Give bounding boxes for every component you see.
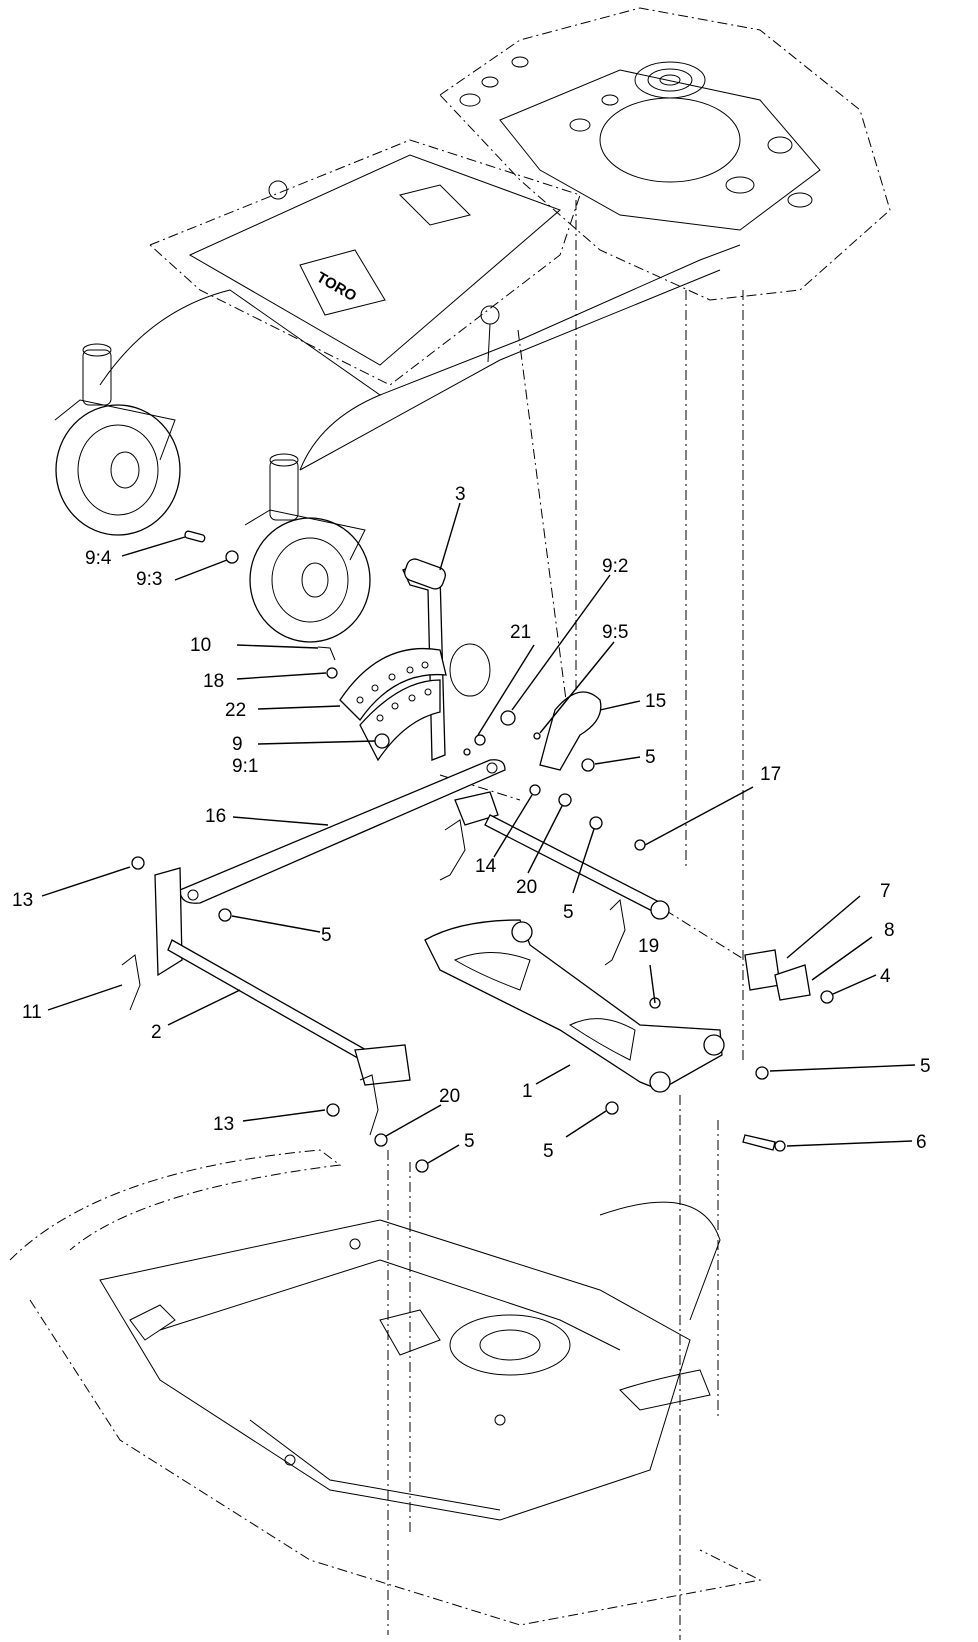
front-lift-shaft	[439, 784, 670, 966]
traction-unit-frame: TORO	[99, 7, 891, 471]
left-lift-shaft	[121, 856, 429, 1173]
callout-9-3: 9:3	[136, 569, 162, 590]
callout-20: 20	[439, 1086, 460, 1107]
alignment-lines	[387, 200, 746, 1640]
toro-decal-text: TORO	[314, 269, 360, 305]
callout-3: 3	[455, 484, 466, 505]
callout-13: 13	[213, 1114, 234, 1135]
callout-21: 21	[510, 622, 531, 643]
callout-22: 22	[225, 700, 246, 721]
callout-19: 19	[638, 936, 659, 957]
callout-5: 5	[464, 1131, 475, 1152]
callout-labels: 1 2 3 4 5 5 5 5 5 5 6 7 8 9 9:1 9:2 9:3 …	[12, 484, 931, 1162]
callout-13: 13	[12, 890, 33, 911]
callout-2: 2	[151, 1022, 162, 1043]
callout-5: 5	[543, 1141, 554, 1162]
callout-5: 5	[321, 925, 332, 946]
callout-10: 10	[190, 635, 211, 656]
callout-7: 7	[880, 881, 891, 902]
lift-arm-bracket	[539, 691, 602, 771]
callout-18: 18	[203, 671, 224, 692]
caster-wheel-left	[54, 343, 181, 536]
caster-wheel-right	[244, 453, 371, 643]
callout-5: 5	[563, 902, 574, 923]
callout-1: 1	[522, 1081, 533, 1102]
leader-lines	[41, 502, 916, 1164]
callout-9-2: 9:2	[602, 556, 628, 577]
callout-4: 4	[880, 966, 891, 987]
callout-11: 11	[22, 1002, 42, 1023]
callout-20: 20	[516, 877, 537, 898]
callout-17: 17	[760, 764, 781, 785]
right-hardware	[605, 839, 834, 1152]
upper-hardware	[184, 530, 595, 772]
callout-14: 14	[475, 856, 497, 877]
callout-8: 8	[884, 920, 895, 941]
link-rod	[179, 759, 506, 904]
callout-9: 9	[232, 734, 243, 755]
callout-5: 5	[920, 1056, 931, 1077]
callout-9-1: 9:1	[232, 756, 258, 777]
mower-deck	[9, 1149, 762, 1626]
height-selector-plate	[339, 643, 491, 762]
callout-16: 16	[205, 806, 226, 827]
callout-6: 6	[916, 1132, 927, 1153]
callout-5: 5	[645, 747, 656, 768]
deck-mount-arm	[424, 919, 725, 1093]
callout-9-5: 9:5	[602, 622, 628, 643]
callout-15: 15	[645, 691, 666, 712]
callout-9-4: 9:4	[85, 548, 112, 569]
